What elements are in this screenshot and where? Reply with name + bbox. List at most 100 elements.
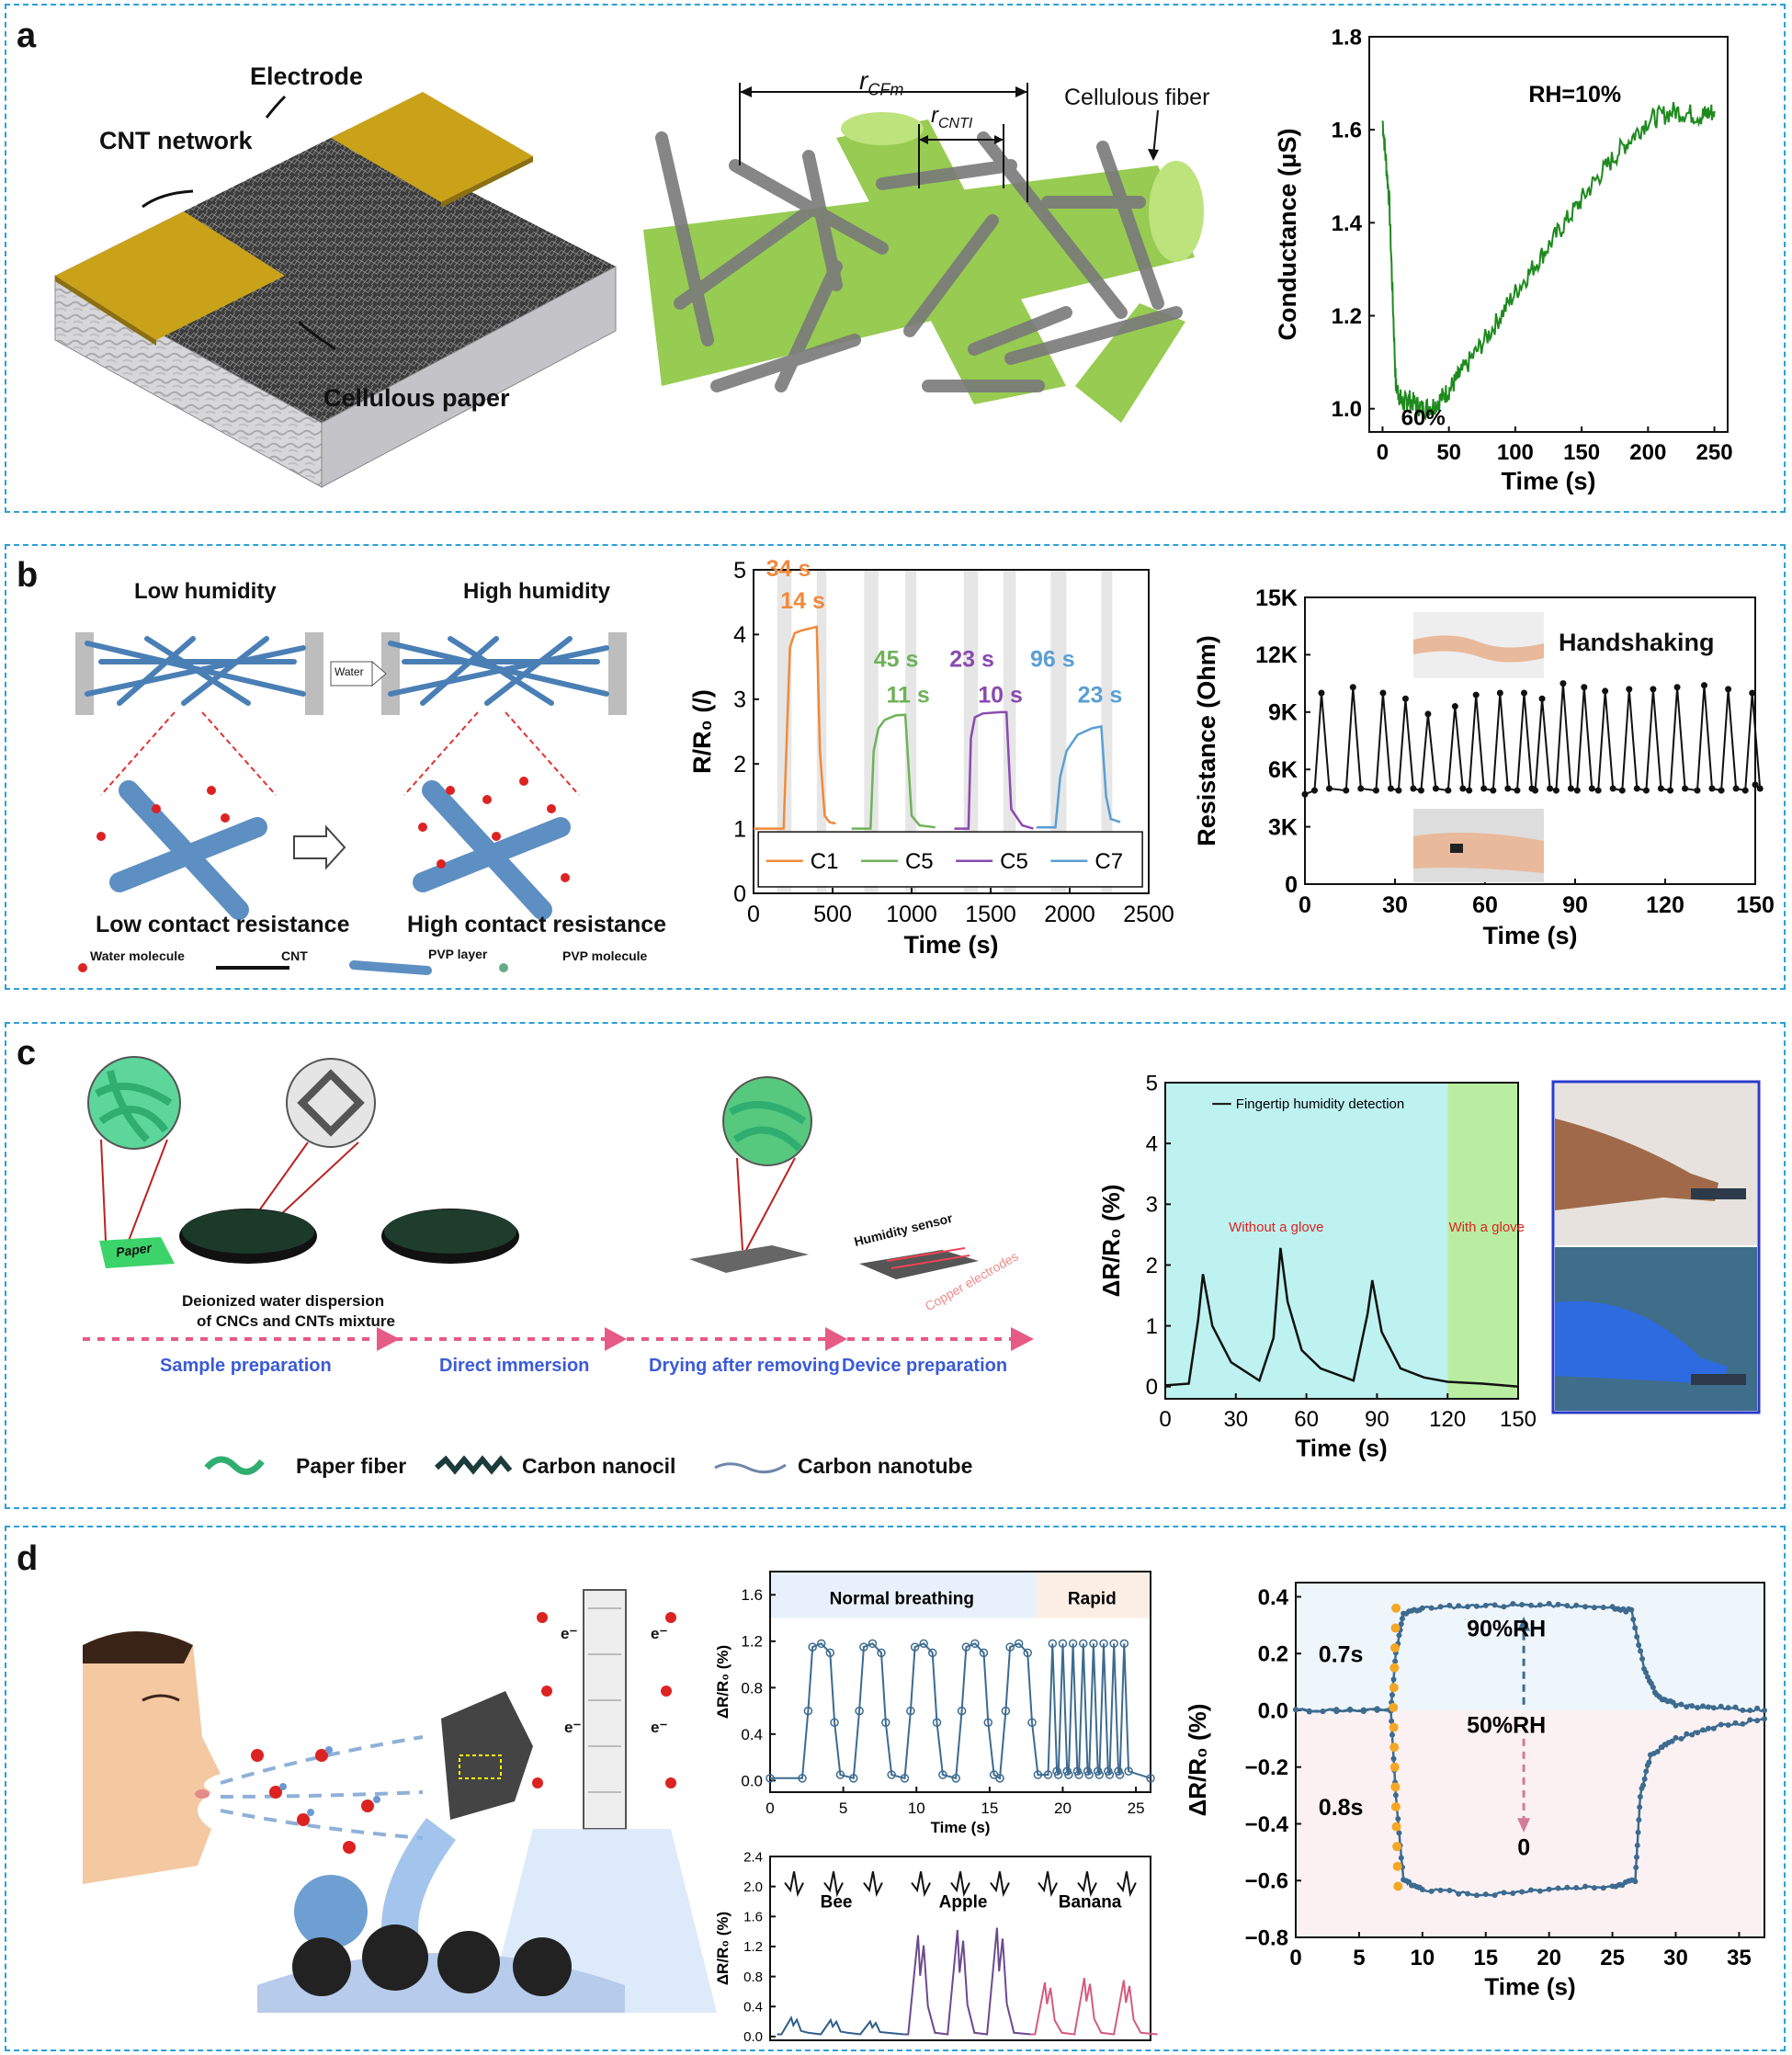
x-tick-label: 120	[1646, 892, 1684, 918]
panel-d-frame	[5, 1526, 1786, 2051]
x-tick-label: 0	[1377, 440, 1389, 465]
transition-point	[1389, 1722, 1399, 1732]
transition-point	[1390, 1782, 1401, 1792]
breathing-point	[1105, 1770, 1115, 1779]
humidity-point	[1689, 1731, 1696, 1738]
humidity-point	[1396, 1632, 1402, 1639]
humidity-point	[1501, 1890, 1507, 1896]
humidity-point	[1390, 1755, 1397, 1762]
humidity-point	[1689, 1703, 1696, 1709]
high-contact-resistance-label: High contact resistance	[407, 912, 667, 937]
humidity-point	[1705, 1725, 1711, 1731]
humidity-point	[1446, 1602, 1453, 1608]
resistance-point	[1451, 703, 1458, 710]
breathing-point	[798, 1774, 807, 1783]
humidity-point	[1398, 1621, 1404, 1628]
resistance-point	[1741, 787, 1749, 794]
fabrication-process-illustration	[83, 1056, 1034, 1475]
resistance-point	[1490, 787, 1497, 794]
humidity-point	[1555, 1885, 1561, 1891]
x-axis-label: Time (s)	[1296, 1434, 1387, 1461]
resistance-point	[1626, 686, 1633, 693]
humidity-point	[1718, 1703, 1724, 1709]
fingertip-series	[1164, 1247, 1519, 1389]
word-series-bee	[777, 2015, 904, 2036]
electrode-label: Electrode	[250, 62, 364, 90]
breathing-point	[910, 1642, 920, 1652]
humidity-point	[1582, 1604, 1589, 1610]
fingertip-photo	[1551, 1080, 1761, 1414]
y-tick-label: 2.0	[743, 1879, 763, 1895]
y-tick-label: 0	[1285, 872, 1298, 898]
humidity-point	[1333, 1707, 1340, 1713]
humidity-point	[1637, 1804, 1643, 1811]
breathing-point	[808, 1642, 817, 1652]
humidity-point	[1636, 1641, 1642, 1648]
y-tick-label: 0.4	[741, 1726, 763, 1743]
highlight-band	[864, 570, 879, 893]
y-tick-label: 2	[733, 752, 746, 778]
annotation-60pct: 60%	[1401, 405, 1446, 430]
panel-b-label: b	[17, 556, 39, 595]
humidity-point	[1546, 1886, 1552, 1892]
cnt-network-label: CNT network	[99, 127, 253, 154]
band-low-rh	[1296, 1709, 1764, 1937]
x-tick-label: 150	[1736, 892, 1775, 918]
humidity-point	[1646, 1759, 1652, 1765]
resistance-point	[1372, 787, 1379, 794]
x-tick-label: 1000	[886, 902, 937, 927]
x-axis-label: Time (s)	[1482, 922, 1577, 949]
band-normal-label: Normal breathing	[830, 1589, 974, 1608]
legend-paper-fiber: Paper fiber	[296, 1454, 407, 1478]
annotation-rh10: RH=10%	[1528, 82, 1621, 108]
humidity-point	[1573, 1602, 1580, 1608]
humidity-point	[1564, 1884, 1571, 1890]
band-rapid-label: Rapid	[1068, 1589, 1117, 1608]
humidity-point	[1399, 1616, 1405, 1622]
time-annotation: 34 s	[766, 556, 811, 582]
humidity-point	[1546, 1600, 1552, 1607]
humidity-point	[1732, 1720, 1739, 1726]
breathing-point	[1064, 1770, 1073, 1779]
y-tick-label: −0.2	[1245, 1755, 1288, 1780]
breathing-point	[1115, 1770, 1125, 1779]
response-series-3	[954, 710, 1034, 830]
waveform-icon	[823, 1871, 844, 1898]
r-cfm-label: rCFm	[859, 66, 904, 99]
resistance-point	[1301, 790, 1309, 798]
breathing-point	[1089, 1639, 1098, 1649]
breathing-point	[961, 1642, 971, 1652]
humidity-point	[1428, 1888, 1435, 1894]
legend-entry: C5	[1000, 849, 1028, 874]
y-tick-label: 4	[733, 622, 746, 648]
resistance-point	[1552, 787, 1559, 794]
transition-point	[1389, 1683, 1399, 1693]
x-tick-label: 2000	[1044, 902, 1095, 927]
x-tick-label: 90	[1365, 1407, 1389, 1432]
humidity-point	[1395, 1816, 1401, 1822]
resistance-point	[1310, 787, 1318, 794]
y-tick-label: 0	[733, 881, 746, 907]
x-tick-label: 120	[1429, 1407, 1466, 1432]
legend-entry: C7	[1094, 849, 1123, 874]
humidity-point	[1437, 1887, 1444, 1893]
x-tick-label: 30	[1223, 1407, 1248, 1432]
humidity-point	[1482, 1602, 1489, 1608]
cellulous-fiber-label: Cellulous fiber	[1064, 85, 1210, 110]
x-tick-label: 500	[813, 902, 852, 927]
humidity-point	[1456, 1603, 1462, 1609]
breathing-point	[957, 1706, 967, 1716]
step-direct-immersion: Direct immersion	[439, 1356, 590, 1376]
humidity-point	[1634, 1842, 1640, 1848]
humidity-point	[1555, 1601, 1561, 1607]
resistance-point	[1379, 689, 1387, 697]
y-tick-label: 1.6	[1332, 119, 1362, 143]
cnt-fiber-illustration	[643, 83, 1204, 423]
breathing-point	[1048, 1639, 1058, 1649]
plot-frame	[1368, 36, 1729, 433]
highlight-band	[905, 570, 917, 893]
y-tick-label: 9K	[1268, 700, 1298, 726]
resistance-point	[1559, 680, 1567, 687]
resistance-point	[1357, 785, 1365, 792]
